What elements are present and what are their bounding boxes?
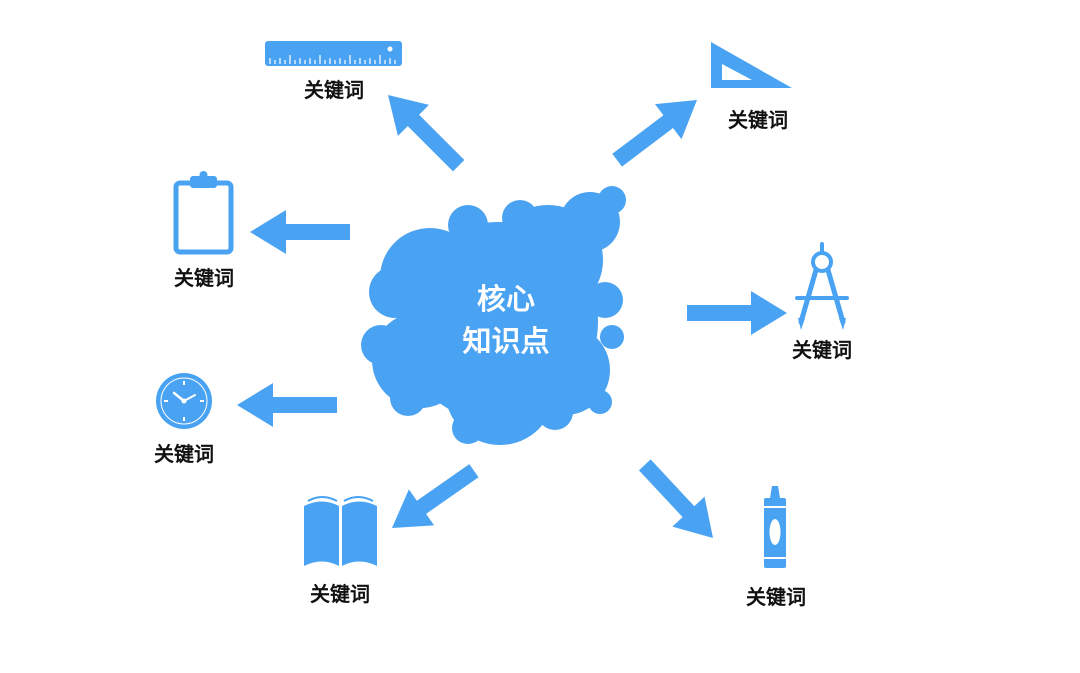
keyword-label-ruler: 关键词 — [304, 78, 364, 102]
crayon-icon — [764, 486, 786, 568]
keyword-label-book: 关键词 — [310, 582, 370, 606]
center-title-line2: 知识点 — [462, 324, 550, 358]
arrow-up-right — [603, 82, 711, 178]
ruler-icon — [265, 41, 402, 66]
center-splash — [361, 186, 626, 445]
keyword-label-set-square: 关键词 — [728, 108, 788, 132]
keyword-label-compass: 关键词 — [792, 338, 852, 362]
set-square-icon — [711, 42, 792, 88]
arrow-up-left — [372, 79, 475, 182]
clipboard-icon — [173, 171, 234, 255]
arrow-left-upper — [250, 210, 350, 254]
center-title-line1: 核心 — [476, 282, 536, 316]
keyword-label-clock: 关键词 — [154, 442, 214, 466]
arrow-left-lower — [237, 383, 337, 427]
keyword-label-crayon: 关键词 — [746, 585, 806, 609]
clock-icon — [156, 373, 212, 429]
arrow-down-right — [628, 449, 730, 554]
keyword-label-clipboard: 关键词 — [174, 266, 234, 290]
arrow-down-left — [379, 452, 487, 547]
compass-icon — [795, 242, 849, 330]
arrow-right — [687, 291, 787, 335]
book-icon — [304, 496, 377, 566]
